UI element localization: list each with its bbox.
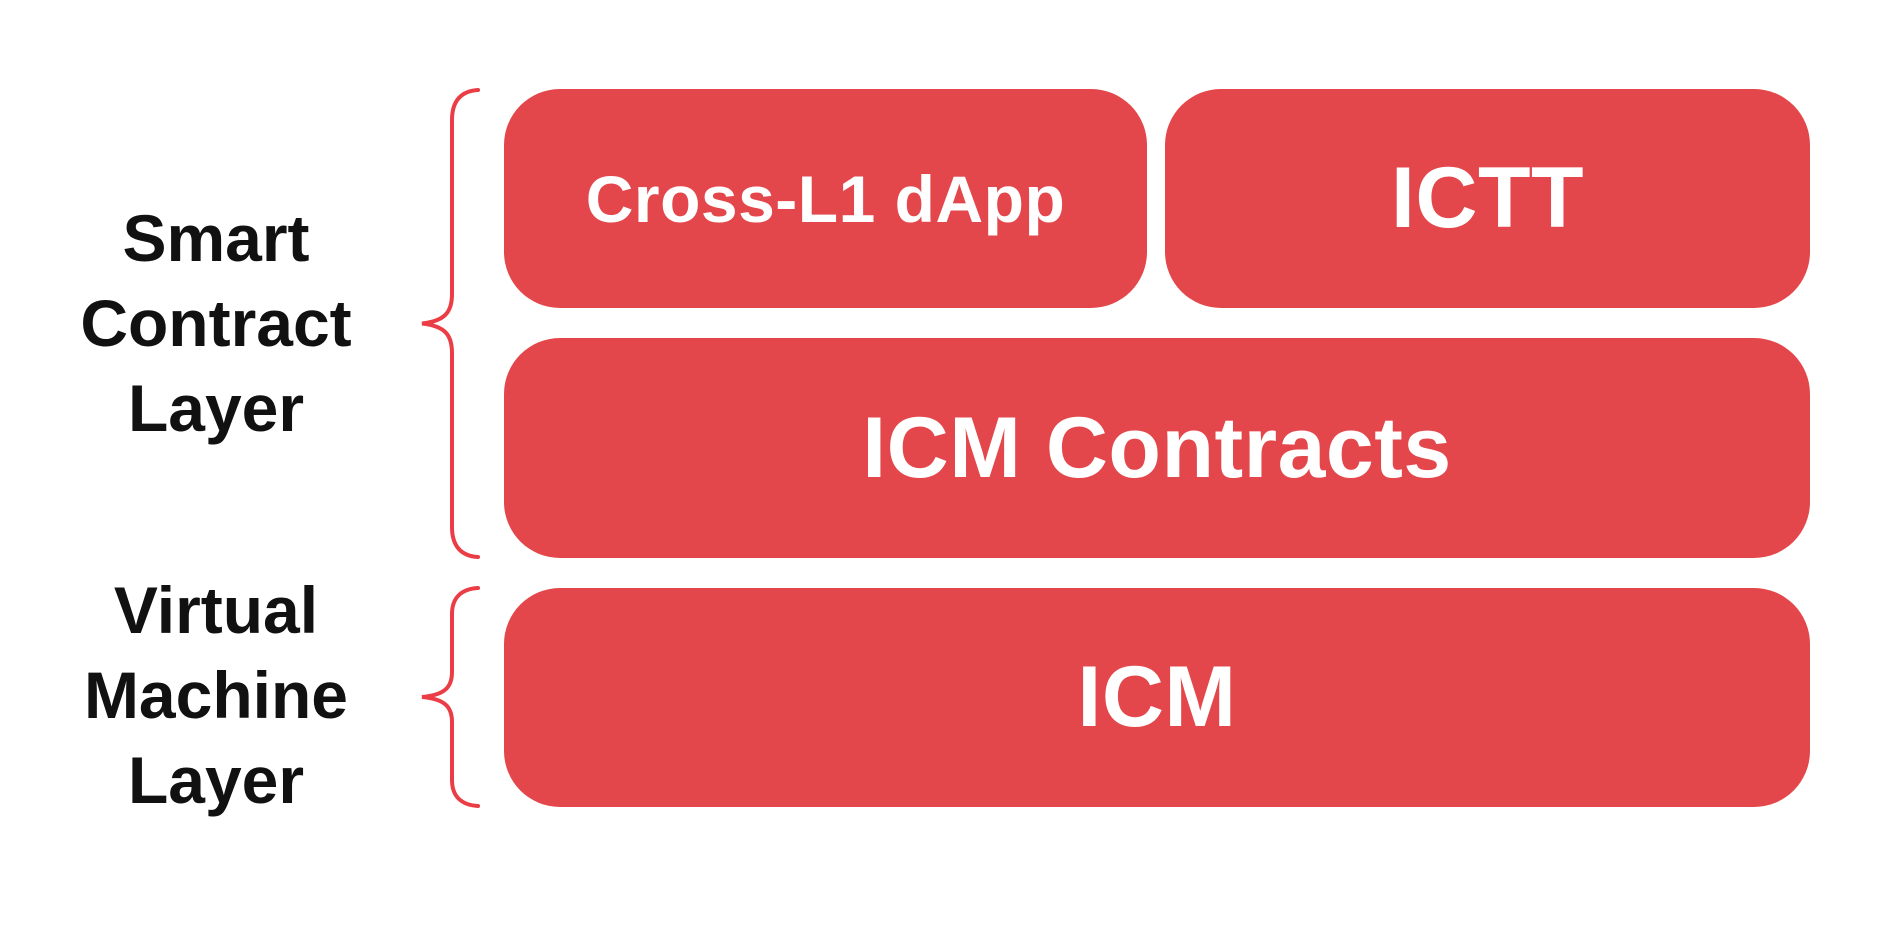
layer-label-line: Smart: [122, 201, 310, 275]
cross-l1-dapp-box-label: Cross-L1 dApp: [585, 161, 1066, 236]
ictt-box-label: ICTT: [1390, 150, 1585, 246]
ictt-box: ICTT: [1165, 89, 1810, 308]
layer-label-line: Layer: [127, 371, 305, 445]
icm-contracts-box-label: ICM Contracts: [862, 399, 1452, 496]
cross-l1-dapp-box: Cross-L1 dApp: [504, 89, 1147, 308]
icm-contracts-box: ICM Contracts: [504, 338, 1810, 558]
smart-contract-layer-label: Smart Contract Layer: [16, 196, 416, 451]
virtual-machine-curly-brace-icon: [421, 586, 480, 808]
icm-box: ICM: [504, 588, 1810, 807]
smart-contract-curly-brace-icon: [421, 88, 480, 559]
icm-box-label: ICM: [1077, 649, 1237, 745]
layer-label-line: Machine: [83, 658, 349, 732]
layer-label-line: Layer: [127, 743, 305, 817]
layer-label-line: Virtual: [113, 573, 319, 647]
layer-label-line: Contract: [80, 286, 352, 360]
virtual-machine-layer-label: Virtual Machine Layer: [16, 568, 416, 823]
